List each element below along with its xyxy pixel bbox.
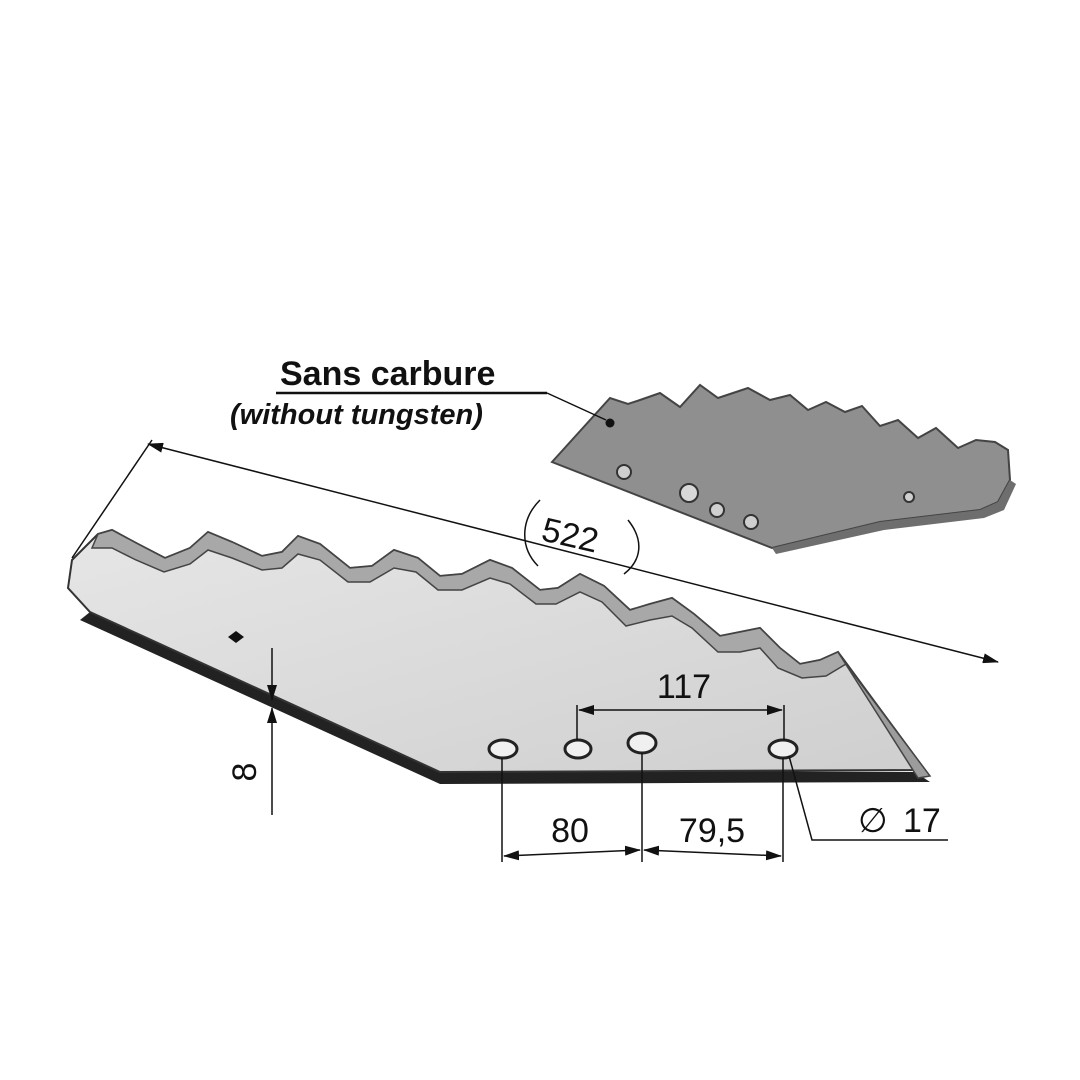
variant-hole [709,502,725,518]
dimension-lower-spacing: 80 79,5 [501,753,784,862]
variant-hole [903,491,915,503]
diameter-symbol: ∅ [858,802,888,840]
variant-hole [743,514,759,530]
blade-hole-2 [563,738,593,760]
note-leader-line [546,392,607,421]
variant-hole [679,483,699,503]
diameter-value: 17 [903,802,941,840]
left-spacing-value: 80 [551,812,589,850]
blade-hole-4 [767,738,799,760]
center-spacing-value: 117 [657,668,711,706]
dimension-thickness: 8 [226,648,277,815]
diameter-leader-line [788,755,948,841]
blade-hole-3 [626,731,658,755]
note-title: Sans carbure [280,355,495,393]
blade-hole-1 [487,738,519,760]
thickness-value: 8 [226,763,264,782]
right-spacing-value: 79,5 [679,812,745,850]
lower-dim-line-right [643,845,782,861]
note-callout: Sans carbure (without tungsten) [230,355,607,431]
note-subtitle: (without tungsten) [230,399,483,431]
variant-hole [616,464,632,480]
length-label-bracket-right [623,519,640,575]
main-blade [66,528,932,784]
length-value: 522 [538,511,602,561]
dimension-hole-diameter: ∅ 17 [788,755,948,841]
length-dimension-line [147,442,999,664]
length-extension-line [71,439,153,559]
variant-marker-dot [605,418,615,428]
dimension-center-spacing: 117 [576,668,785,740]
length-label-bracket-left [524,499,541,567]
lower-dim-line-left [503,845,641,861]
variant-blade-without-tungsten [550,383,1016,554]
